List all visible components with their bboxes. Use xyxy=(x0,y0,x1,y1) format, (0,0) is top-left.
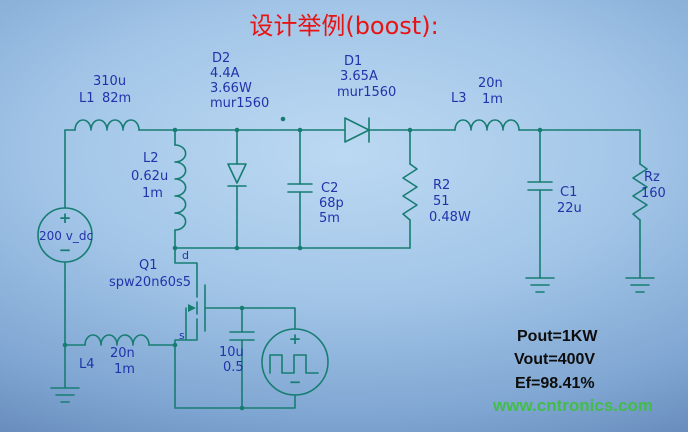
rz-name-label: Rz xyxy=(644,170,660,185)
junction-dot xyxy=(234,245,240,251)
junction-dot xyxy=(234,127,240,133)
l3-value-label: 20n xyxy=(478,76,503,91)
d1-name-label: D1 xyxy=(344,54,363,69)
junction-dot xyxy=(62,342,68,348)
l4-value-label: 20n xyxy=(110,346,135,361)
d2-power-label: 3.66W xyxy=(210,81,252,96)
r2-power-label: 0.48W xyxy=(429,210,471,225)
vsource-circle xyxy=(37,207,93,263)
vsource-plus-sign: + xyxy=(58,209,72,227)
l1-inductor xyxy=(74,119,140,131)
l4-name-label: L4 xyxy=(79,357,95,372)
watermark-text: www.cntronics.com xyxy=(493,396,653,415)
gate-cap-esr-label: 0.5 xyxy=(223,360,244,375)
r2-value-label: 51 xyxy=(433,194,450,209)
result-vout: Vout=400V xyxy=(514,351,596,368)
mosfet-body-arrow xyxy=(188,304,196,312)
l1-name-label: L1 xyxy=(79,91,95,106)
pulse-minus-sign: − xyxy=(288,373,302,391)
vsource-minus-sign: − xyxy=(58,241,72,259)
r2-name-label: R2 xyxy=(433,178,451,193)
result-pout: Pout=1KW xyxy=(517,328,598,345)
gate-cap-value-label: 10u xyxy=(219,345,244,360)
c2-capacitor xyxy=(287,183,313,193)
l2-value-label: 0.62u xyxy=(131,169,169,184)
l1-value-label: 310u xyxy=(93,74,127,89)
junction-dot xyxy=(172,342,178,348)
d1-diode xyxy=(344,117,370,143)
c1-value-label: 22u xyxy=(557,201,582,216)
junction-dot xyxy=(239,305,245,311)
d2-diode xyxy=(227,163,247,187)
vsource-label: 200 v_dc xyxy=(39,229,94,243)
junction-dot xyxy=(537,127,543,133)
ground-rz xyxy=(625,277,655,293)
bottom-loop-wire xyxy=(174,344,296,409)
l2-esr-label: 1m xyxy=(142,186,163,201)
d2-current-label: 4.4A xyxy=(210,66,240,81)
junction-dot xyxy=(280,116,286,122)
ground-left xyxy=(50,344,80,403)
c2-value-label: 68p xyxy=(319,196,344,211)
d2-name-label: D2 xyxy=(212,51,231,66)
l2-name-label: L2 xyxy=(143,151,159,166)
slide-title: 设计举例(boost): xyxy=(249,12,439,40)
c2-esr-label: 5m xyxy=(319,211,340,226)
pulse-waveform xyxy=(269,354,319,374)
junction-dot xyxy=(297,127,303,133)
l3-name-label: L3 xyxy=(451,91,467,106)
q1-source-label: s xyxy=(179,329,185,342)
l4-esr-label: 1m xyxy=(114,362,135,377)
r2-resistor xyxy=(402,163,418,221)
junction-dot xyxy=(297,245,303,251)
gate-capacitor xyxy=(229,331,255,341)
q1-gate-wire xyxy=(204,307,296,330)
l3-esr-label: 1m xyxy=(482,92,503,107)
q1-part-label: spw20n60s5 xyxy=(109,275,192,290)
junction-dot xyxy=(172,245,178,251)
c2-name-label: C2 xyxy=(321,181,339,196)
ground-c1 xyxy=(525,277,555,293)
rz-resistor xyxy=(632,163,648,221)
c1-capacitor xyxy=(527,181,553,191)
d1-part-label: mur1560 xyxy=(337,85,397,100)
pulse-plus-sign: + xyxy=(288,330,302,348)
junction-dot xyxy=(239,405,245,411)
rz-value-label: 160 xyxy=(641,186,666,201)
l2-inductor xyxy=(174,144,187,231)
d1-current-label: 3.65A xyxy=(340,69,378,84)
l1-esr-label: 82m xyxy=(102,91,132,106)
pulse-circle xyxy=(261,328,329,396)
junction-dot xyxy=(172,127,178,133)
q1-drain-label: d xyxy=(182,249,189,262)
d2-part-label: mur1560 xyxy=(210,96,270,111)
c1-name-label: C1 xyxy=(560,185,578,200)
result-efficiency: Ef=98.41% xyxy=(515,375,595,392)
q1-name-label: Q1 xyxy=(139,258,158,273)
junction-dot xyxy=(407,127,413,133)
l3-inductor xyxy=(454,119,520,131)
l4-inductor xyxy=(84,334,150,346)
